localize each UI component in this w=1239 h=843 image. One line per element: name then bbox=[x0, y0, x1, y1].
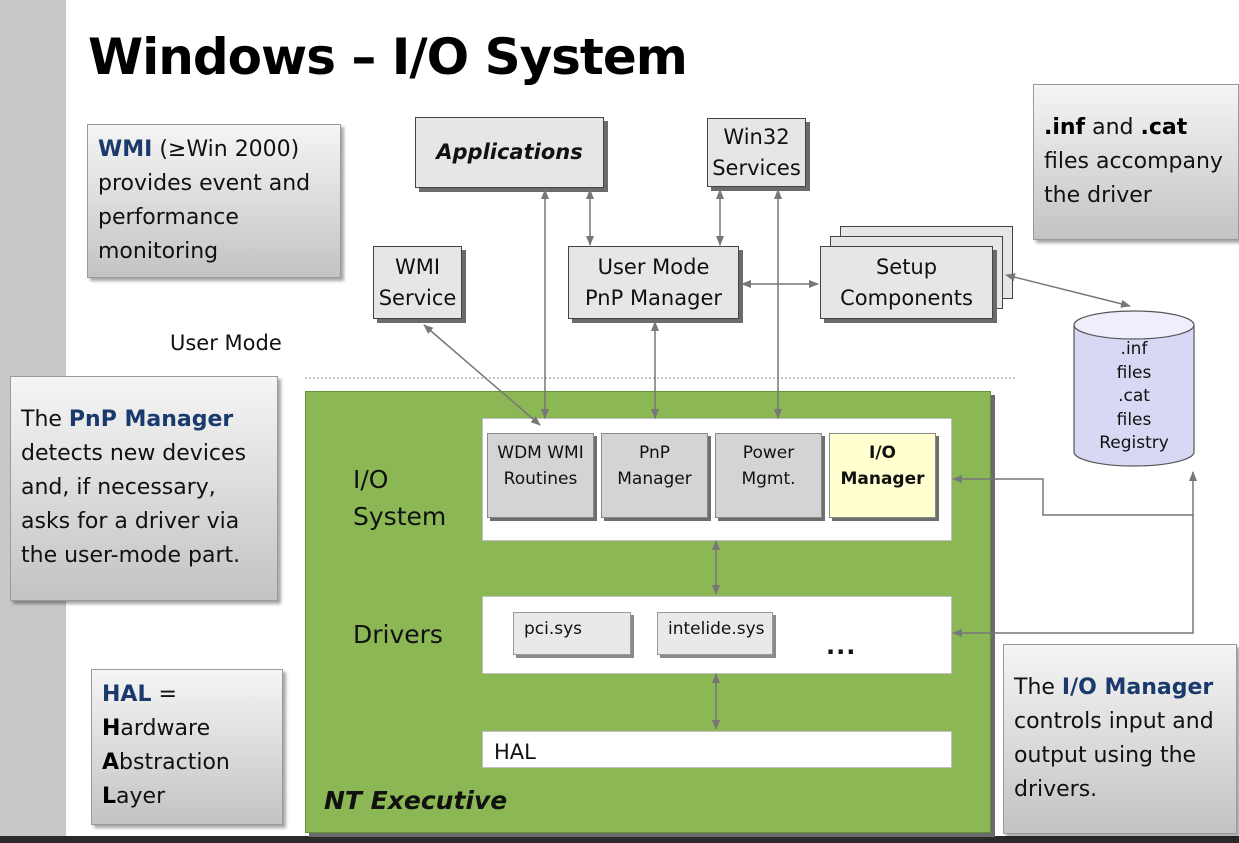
user-mode-pnp-line1: User Mode bbox=[597, 254, 710, 279]
wmi-term: WMI bbox=[98, 137, 153, 162]
cat-term: .cat bbox=[1140, 115, 1188, 140]
pnp-note-line2: detects new devices bbox=[21, 441, 247, 466]
win32-services-line1: Win32 bbox=[723, 124, 790, 149]
arrow-registry-drivers bbox=[952, 515, 1194, 637]
inf-cat-line2: files accompany bbox=[1044, 149, 1223, 174]
wdm-wmi-routines-box: WDM WMI Routines bbox=[487, 433, 594, 518]
page-title: Windows – I/O System bbox=[88, 28, 688, 86]
user-mode-pnp-line2: PnP Manager bbox=[585, 285, 722, 310]
drivers-ellipsis: ... bbox=[826, 632, 857, 660]
registry-line5: Registry bbox=[1099, 433, 1169, 453]
wmi-service-line2: Service bbox=[378, 285, 457, 310]
registry-line2: files bbox=[1116, 362, 1152, 383]
arrow-registry-io-manager bbox=[952, 471, 1197, 516]
setup-components-line2: Components bbox=[840, 285, 973, 310]
registry-line4: files bbox=[1116, 409, 1152, 430]
io-manager-term: I/O Manager bbox=[1061, 675, 1214, 700]
win32-services-box: Win32 Services bbox=[707, 118, 806, 187]
drivers-label: Drivers bbox=[353, 620, 443, 649]
wmi-note-line1: (≥Win 2000) bbox=[152, 137, 300, 162]
wdm-wmi-line2: Routines bbox=[503, 469, 578, 489]
driver-intelide-sys: intelide.sys bbox=[657, 612, 773, 655]
hal-l-rest: ayer bbox=[116, 784, 166, 809]
power-mgmt-box: Power Mgmt. bbox=[715, 433, 822, 518]
hal-term: HAL bbox=[102, 682, 152, 707]
arrow-wmi-service-wdm bbox=[423, 324, 541, 426]
hal-a: A bbox=[102, 750, 120, 775]
inf-cat-and: and bbox=[1085, 115, 1141, 140]
io-system-label-line2: System bbox=[353, 502, 447, 531]
wmi-note-line4: monitoring bbox=[98, 239, 219, 264]
nt-executive-label: NT Executive bbox=[324, 786, 508, 815]
hal-eq: = bbox=[151, 682, 177, 707]
registry-label: ​.inf files .cat files Registry bbox=[1075, 338, 1193, 456]
hal-h-rest: ardware bbox=[120, 716, 211, 741]
io-manager-line1: I/O bbox=[869, 443, 896, 463]
wmi-note: WMI (≥Win 2000) provides event and perfo… bbox=[87, 124, 341, 278]
io-system-label: I/O System bbox=[353, 461, 446, 535]
driver-pci-sys: pci.sys bbox=[513, 612, 631, 655]
power-mgmt-line2: Mgmt. bbox=[741, 469, 796, 489]
wmi-note-line2: provides event and bbox=[98, 171, 311, 196]
io-manager-note: The I/O Manager controls input and outpu… bbox=[1003, 644, 1237, 834]
user-mode-pnp-manager-box: User Mode PnP Manager bbox=[568, 246, 739, 319]
pnp-note: The PnP Manager detects new devices and,… bbox=[10, 376, 278, 601]
hal-panel bbox=[482, 731, 952, 768]
wmi-note-line3: performance bbox=[98, 205, 239, 230]
wmi-service-line1: WMI bbox=[394, 254, 441, 279]
wdm-wmi-line1: WDM WMI bbox=[497, 443, 584, 463]
hal-a-rest: bstraction bbox=[119, 750, 230, 775]
hal-box-label: HAL bbox=[494, 740, 536, 764]
setup-components-line1: Setup bbox=[875, 254, 938, 279]
pnp-manager-box: PnP Manager bbox=[601, 433, 708, 518]
inf-cat-note: .inf and .cat files accompany the driver bbox=[1033, 84, 1239, 240]
power-mgmt-line1: Power bbox=[742, 443, 795, 463]
registry-line3: .cat bbox=[1118, 386, 1150, 406]
hal-note: HAL = Hardware Abstraction Layer bbox=[91, 669, 283, 825]
pnp-note-line5: the user-mode part. bbox=[21, 543, 241, 568]
wmi-service-box: WMI Service bbox=[373, 246, 462, 319]
inf-term: .inf bbox=[1044, 115, 1086, 140]
io-manager-box: I/O Manager bbox=[829, 433, 936, 518]
io-note-line3: output using the bbox=[1014, 743, 1197, 768]
arrow-setup-registry bbox=[1005, 273, 1131, 308]
pnp-manager-line2: Manager bbox=[617, 469, 692, 489]
pnp-note-line4: asks for a driver via bbox=[21, 509, 240, 534]
bottom-bar bbox=[0, 836, 1239, 843]
win32-services-line2: Services bbox=[712, 155, 801, 180]
io-note-line2: controls input and bbox=[1014, 709, 1214, 734]
registry-cylinder bbox=[1073, 310, 1195, 467]
applications-box: Applications bbox=[415, 117, 604, 188]
hal-l: L bbox=[102, 784, 117, 809]
applications-label: Applications bbox=[436, 140, 583, 164]
setup-components-box: Setup Components bbox=[820, 246, 993, 319]
user-mode-label: User Mode bbox=[170, 331, 282, 355]
pnp-note-line3: and, if necessary, bbox=[21, 475, 216, 500]
pnp-note-the: The bbox=[21, 407, 69, 432]
io-manager-line2: Manager bbox=[840, 469, 925, 489]
inf-cat-line3: the driver bbox=[1044, 183, 1152, 208]
pnp-term: PnP Manager bbox=[68, 407, 234, 432]
pnp-manager-line1: PnP bbox=[639, 443, 670, 463]
io-system-label-line1: I/O bbox=[353, 465, 389, 494]
io-note-the: The bbox=[1014, 675, 1062, 700]
hal-h: H bbox=[102, 716, 121, 741]
registry-line1: ​.inf bbox=[1120, 339, 1148, 359]
io-note-line4: drivers. bbox=[1014, 777, 1098, 802]
